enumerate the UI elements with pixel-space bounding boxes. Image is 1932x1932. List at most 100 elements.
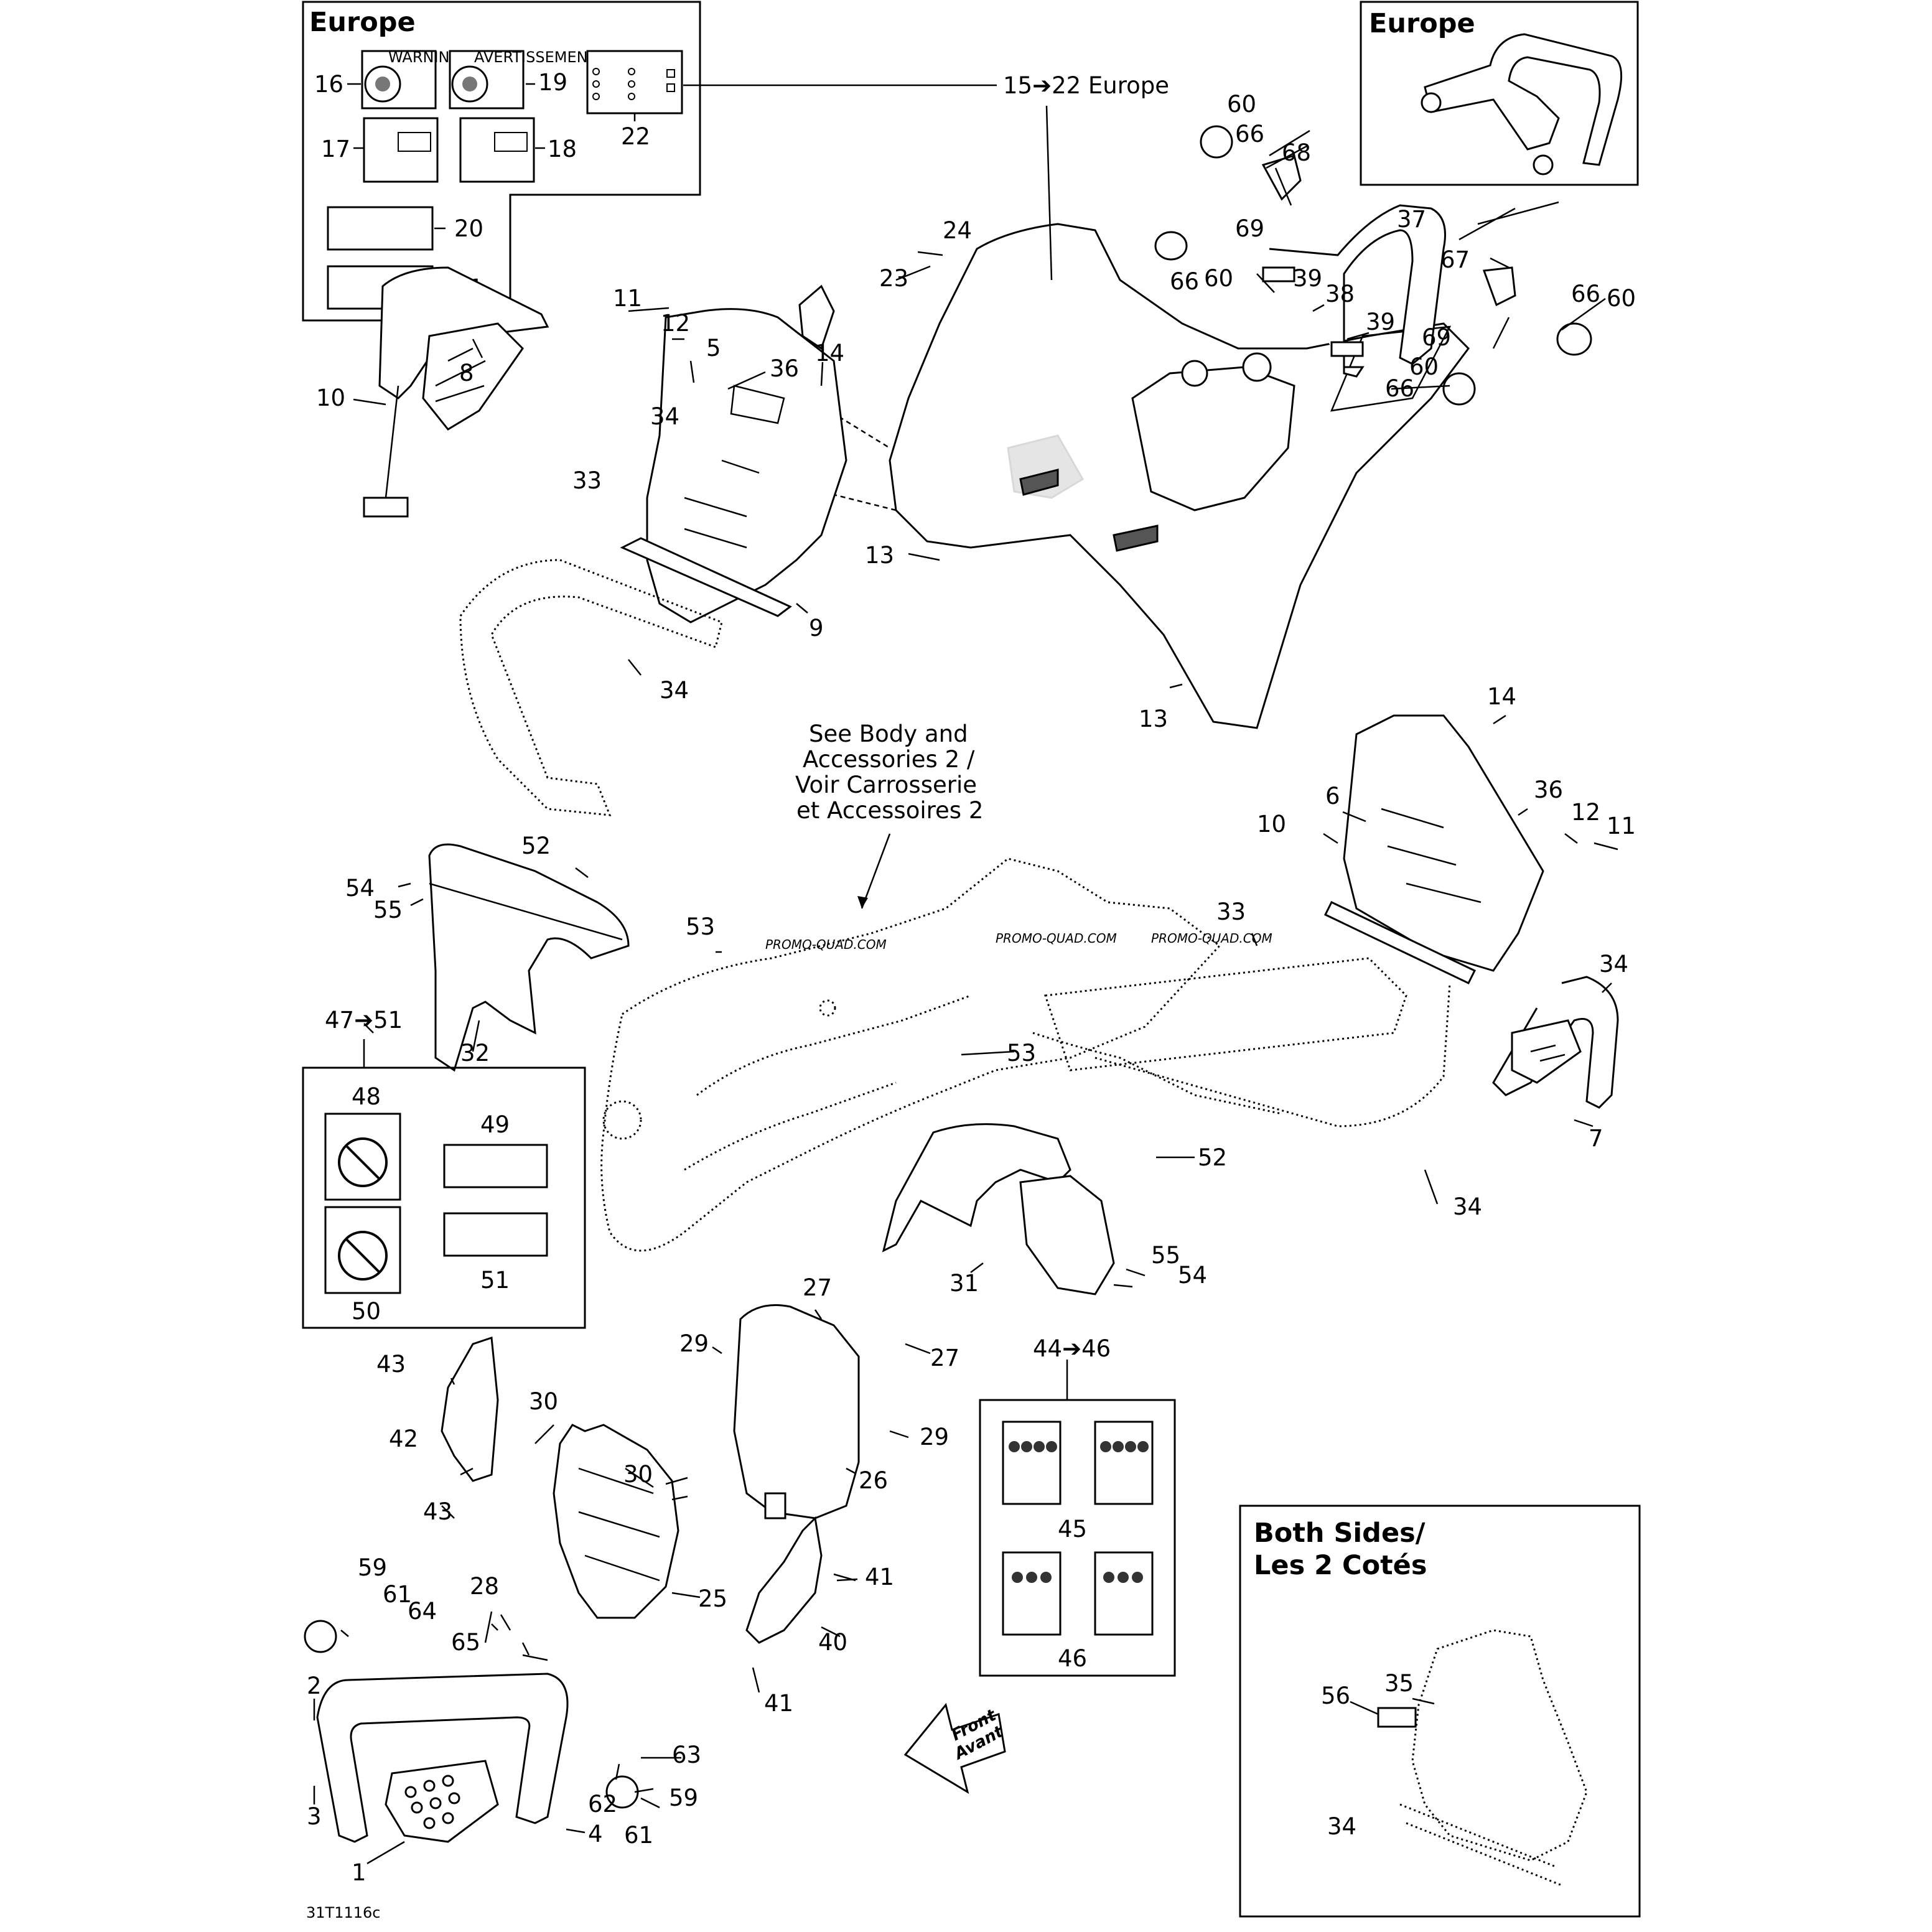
callout-6: 6 [1325, 783, 1340, 810]
callout-30-b: 30 [623, 1461, 653, 1488]
callout-10-b: 10 [1257, 811, 1286, 838]
callout-60-d: 60 [1409, 353, 1439, 380]
reflector-60-a [1200, 125, 1233, 159]
front-fender-47 [428, 843, 630, 1072]
callout-18: 18 [548, 136, 577, 162]
callout-5: 5 [706, 335, 721, 362]
rear-skid-plate-9 [459, 284, 847, 816]
front-panel-26 [733, 1304, 860, 1519]
callout-25: 25 [698, 1585, 727, 1612]
callout-27-b: 27 [930, 1345, 959, 1371]
front-bumper-1 [304, 1620, 639, 1843]
callout-38: 38 [1325, 281, 1355, 307]
rear-body-panel [770, 223, 1470, 729]
callout-34-d: 34 [1453, 1193, 1482, 1220]
callout-26: 26 [859, 1467, 888, 1494]
callout-8: 8 [459, 360, 474, 386]
drawing-number: 31T1116c [306, 1904, 380, 1921]
callout-46: 46 [1058, 1645, 1087, 1672]
reflector-60-b [1154, 231, 1188, 261]
callout-39-b: 39 [1366, 309, 1395, 335]
decal-panel-47-51: 48 49 50 51 [302, 1066, 586, 1329]
callout-13-a: 13 [865, 542, 894, 569]
callout-34-c: 34 [1599, 951, 1628, 978]
both-sides-title-line1: Both Sides/ [1254, 1518, 1426, 1549]
callout-37: 37 [1397, 206, 1426, 233]
callout-64: 64 [408, 1598, 437, 1625]
front-fender-44 [882, 1123, 1115, 1295]
callout-19: 19 [538, 69, 567, 96]
callout-33-b: 33 [1216, 898, 1246, 925]
europe-bumper-panel-title: Europe [1369, 8, 1475, 39]
callout-27-a: 27 [803, 1274, 832, 1301]
callout-33-a: 33 [572, 467, 602, 494]
decal-48 [324, 1113, 401, 1201]
callout-43-b: 43 [423, 1498, 452, 1525]
callout-62: 62 [588, 1791, 617, 1818]
decal-panel-44-46: 45 46 [979, 1399, 1176, 1677]
range-15-22-label: 15➔22 Europe [1003, 72, 1169, 99]
range-44-46-label: 44➔46 [1033, 1335, 1111, 1362]
decal-49 [443, 1144, 548, 1188]
callout-67: 67 [1440, 246, 1470, 273]
callout-66-d: 66 [1385, 375, 1414, 402]
callout-69-b: 69 [1422, 324, 1451, 351]
callout-9: 9 [809, 615, 824, 642]
svg-text:Voir Carrosserie: Voir Carrosserie [795, 772, 977, 798]
rear-rack-37 [1154, 125, 1592, 406]
callout-66-top: 66 [1235, 121, 1264, 147]
reflector-60-d [1442, 372, 1476, 406]
callout-68: 68 [1282, 139, 1311, 166]
callout-51: 51 [480, 1267, 510, 1294]
callout-11-a: 11 [613, 285, 642, 312]
callout-24: 24 [943, 217, 972, 244]
callout-60-b: 60 [1204, 265, 1233, 292]
decal-17 [363, 117, 439, 183]
callout-48: 48 [352, 1083, 381, 1110]
callout-14-b: 14 [1487, 683, 1516, 710]
callout-60-c: 60 [1607, 285, 1636, 312]
decal-20 [327, 206, 434, 251]
callout-40: 40 [818, 1629, 847, 1656]
callout-20: 20 [454, 215, 483, 242]
callout-28: 28 [470, 1573, 499, 1600]
callout-leaders [313, 105, 1618, 1865]
svg-text:et Accessoires 2: et Accessoires 2 [796, 797, 983, 824]
callout-42: 42 [389, 1426, 418, 1452]
callout-50: 50 [352, 1298, 381, 1325]
callout-65: 65 [451, 1629, 480, 1656]
callout-59-b: 59 [669, 1785, 698, 1811]
callout-49: 49 [480, 1111, 510, 1138]
decal-46-b [1094, 1551, 1154, 1636]
bumper-holes [404, 1775, 460, 1829]
callout-11-b: 11 [1607, 813, 1636, 839]
side-plate-40 [745, 1516, 823, 1644]
both-sides-title-line2: Les 2 Cotés [1254, 1550, 1427, 1581]
callout-54-a: 54 [345, 875, 375, 902]
callout-41-b: 41 [764, 1690, 793, 1717]
callout-55-a: 55 [373, 897, 403, 923]
both-sides-panel: Both Sides/ Les 2 Cotés 56 35 34 [1239, 1505, 1641, 1918]
callout-34-b: 34 [660, 677, 689, 704]
callout-23: 23 [879, 265, 908, 292]
callout-12-a: 12 [661, 310, 690, 337]
callout-61-b: 61 [624, 1822, 653, 1849]
decal-22 [586, 50, 683, 114]
rear-bar-8 [363, 266, 549, 518]
decal-18 [459, 117, 535, 183]
callout-36-b: 36 [1534, 777, 1563, 803]
svg-text:Accessories 2 /: Accessories 2 / [803, 746, 975, 773]
callout-53-a: 53 [686, 913, 715, 940]
decal-16: WARNING [361, 49, 461, 110]
callout-59-a: 59 [358, 1554, 387, 1581]
callout-29-b: 29 [920, 1424, 949, 1450]
callout-52-a: 52 [521, 833, 551, 859]
decal-51 [443, 1212, 548, 1257]
main-frame: PROMO-QUAD.COM PROMO-QUAD.COM PROMO-QUAD… [600, 857, 1451, 1252]
reflector-60-c [1556, 322, 1592, 356]
decal-19: AVERTISSEMENT [449, 49, 597, 110]
callout-35: 35 [1384, 1670, 1414, 1697]
callout-41-a: 41 [865, 1564, 894, 1590]
callout-63: 63 [672, 1742, 701, 1768]
front-grille-25 [553, 1424, 679, 1619]
